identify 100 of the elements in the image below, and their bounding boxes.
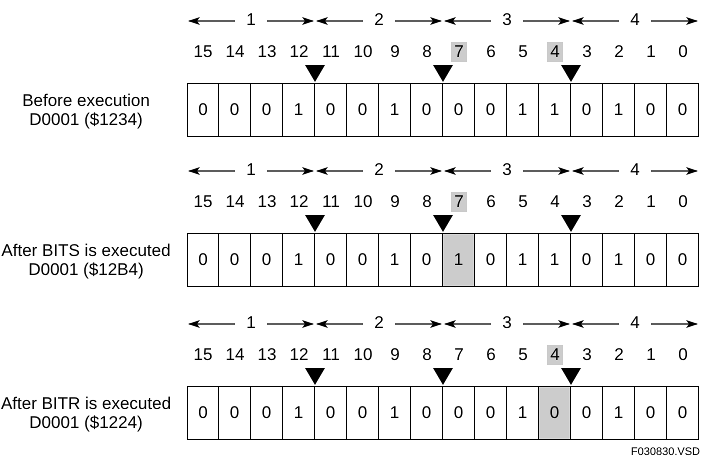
group-number: 3 bbox=[501, 160, 513, 180]
bit-cell: 0 bbox=[250, 386, 283, 440]
bit-cell: 1 bbox=[602, 83, 635, 137]
bit-cell: 0 bbox=[346, 233, 379, 287]
bit-number: 5 bbox=[517, 345, 529, 365]
bit-cell: 0 bbox=[634, 83, 667, 137]
row-label: After BITS is executed D0001 ($12B4) bbox=[0, 241, 172, 279]
bit-cell: 0 bbox=[218, 83, 251, 137]
bit-number: 1 bbox=[645, 42, 657, 62]
group-number: 3 bbox=[501, 313, 513, 333]
bit-number: 15 bbox=[192, 192, 214, 212]
bit-cell: 0 bbox=[634, 233, 667, 287]
bit-cell: 0 bbox=[666, 83, 699, 137]
bit-cell: 0 bbox=[666, 386, 699, 440]
group-number: 1 bbox=[245, 160, 257, 180]
bit-number: 8 bbox=[421, 42, 433, 62]
bit-number: 14 bbox=[224, 345, 246, 365]
bit-number: 15 bbox=[192, 345, 214, 365]
bit-number: 15 bbox=[192, 42, 214, 62]
bit-cell: 0 bbox=[570, 83, 603, 137]
group-number: 2 bbox=[373, 160, 385, 180]
bit-number: 13 bbox=[256, 345, 278, 365]
bit-cell: 0 bbox=[314, 233, 347, 287]
file-name: F030830.VSD bbox=[630, 446, 700, 460]
bit-number: 6 bbox=[485, 192, 497, 212]
bit-number: 3 bbox=[581, 192, 593, 212]
bit-cell: 1 bbox=[378, 386, 411, 440]
bit-cell: 0 bbox=[314, 386, 347, 440]
group-number: 2 bbox=[373, 313, 385, 333]
bit-number: 4 bbox=[547, 345, 563, 365]
bit-number: 14 bbox=[224, 42, 246, 62]
bit-number: 7 bbox=[451, 42, 467, 62]
bit-number: 9 bbox=[389, 192, 401, 212]
bit-cell: 0 bbox=[666, 233, 699, 287]
bit-number: 5 bbox=[517, 192, 529, 212]
bit-number: 12 bbox=[288, 192, 310, 212]
bit-number: 2 bbox=[613, 42, 625, 62]
bit-cell: 1 bbox=[538, 233, 571, 287]
bit-cell: 0 bbox=[187, 233, 219, 287]
group-number: 2 bbox=[373, 10, 385, 30]
row-label: Before execution D0001 ($1234) bbox=[21, 91, 151, 129]
group-number: 4 bbox=[629, 10, 641, 30]
bit-cell: 1 bbox=[282, 83, 315, 137]
bit-number: 14 bbox=[224, 192, 246, 212]
bit-cell: 1 bbox=[442, 233, 475, 287]
group-number: 4 bbox=[629, 313, 641, 333]
group-number: 1 bbox=[245, 313, 257, 333]
bit-number: 3 bbox=[581, 42, 593, 62]
bit-cell: 1 bbox=[506, 233, 539, 287]
bit-number: 7 bbox=[453, 345, 465, 365]
bit-number: 0 bbox=[677, 345, 689, 365]
bit-cell: 0 bbox=[634, 386, 667, 440]
bit-number: 11 bbox=[321, 345, 341, 365]
bit-cell: 0 bbox=[474, 83, 507, 137]
bit-number: 12 bbox=[288, 42, 310, 62]
bit-cell: 1 bbox=[506, 83, 539, 137]
bit-number: 10 bbox=[352, 345, 374, 365]
bit-number: 7 bbox=[451, 192, 467, 212]
group-number: 3 bbox=[501, 10, 513, 30]
bit-number: 13 bbox=[256, 192, 278, 212]
bit-number: 1 bbox=[645, 345, 657, 365]
bit-number: 13 bbox=[256, 42, 278, 62]
bit-number: 4 bbox=[549, 192, 561, 212]
bit-cell: 0 bbox=[538, 386, 571, 440]
bit-cell: 0 bbox=[346, 386, 379, 440]
bit-cell: 0 bbox=[187, 386, 219, 440]
group-number: 4 bbox=[629, 160, 641, 180]
bit-number: 4 bbox=[547, 42, 563, 62]
bit-cell: 0 bbox=[187, 83, 219, 137]
bit-number: 6 bbox=[485, 345, 497, 365]
bit-cell: 1 bbox=[378, 83, 411, 137]
bit-cell: 0 bbox=[442, 83, 475, 137]
bit-cell: 0 bbox=[442, 386, 475, 440]
bit-cell: 0 bbox=[570, 386, 603, 440]
bit-cell: 1 bbox=[602, 386, 635, 440]
bit-cell: 1 bbox=[282, 233, 315, 287]
bit-number: 6 bbox=[485, 42, 497, 62]
bit-number: 0 bbox=[677, 192, 689, 212]
bit-number: 8 bbox=[421, 192, 433, 212]
bit-number: 11 bbox=[321, 192, 341, 212]
bit-number: 2 bbox=[613, 345, 625, 365]
bit-number: 9 bbox=[389, 345, 401, 365]
row-label: After BITR is executed D0001 ($1224) bbox=[0, 394, 172, 432]
bit-cell: 0 bbox=[346, 83, 379, 137]
bit-cell: 1 bbox=[602, 233, 635, 287]
bit-cell: 0 bbox=[218, 386, 251, 440]
bit-cell: 0 bbox=[570, 233, 603, 287]
bit-cell: 0 bbox=[410, 386, 443, 440]
bit-cell: 1 bbox=[282, 386, 315, 440]
bit-number: 5 bbox=[517, 42, 529, 62]
bit-cell: 0 bbox=[410, 83, 443, 137]
bit-cell: 0 bbox=[474, 386, 507, 440]
bit-number: 10 bbox=[352, 42, 374, 62]
bit-number: 12 bbox=[288, 345, 310, 365]
bit-cell: 0 bbox=[250, 83, 283, 137]
bit-cell: 1 bbox=[538, 83, 571, 137]
bit-number: 2 bbox=[613, 192, 625, 212]
bit-number: 9 bbox=[389, 42, 401, 62]
bit-number: 10 bbox=[352, 192, 374, 212]
bit-cell: 1 bbox=[378, 233, 411, 287]
